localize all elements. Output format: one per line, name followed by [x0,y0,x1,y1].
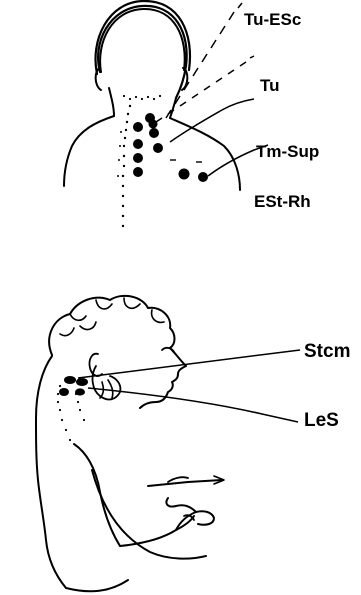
label-est-rh: ESt-Rh [254,192,311,211]
trigger-point [133,122,143,132]
ear [89,354,102,376]
trigger-point [179,169,190,180]
spine-dots [122,105,131,227]
trigger-points-bottom [59,376,88,396]
hand-on-face [93,366,121,399]
trigger-point [133,139,143,149]
label-stcm: Stcm [304,341,350,362]
label-les: LeS [304,410,339,431]
pen-grip [168,477,188,482]
trigger-point [59,388,69,396]
side-view-figure [36,296,224,591]
trigger-point [75,388,85,395]
neck-right [170,98,176,118]
shoulder-marks [170,160,202,162]
head-outline [98,6,187,98]
waist [66,580,128,591]
label-tu-esc: Tu-ESc [244,10,301,29]
trigger-point [133,167,143,177]
leader-stcm [78,350,300,378]
trigger-point [64,376,76,384]
pen [148,480,222,486]
hair-curls [60,298,164,336]
label-tu: Tu [260,76,280,95]
trigger-point [153,143,163,153]
label-tm-sup: Tm-Sup [256,142,319,161]
leader-tm-sup [170,99,254,142]
neck-left [109,88,114,116]
trigger-point [149,128,159,138]
hair-stipple [123,95,161,100]
trigger-point [76,378,88,386]
trigger-point [149,120,158,129]
trigger-points-top [133,113,208,182]
trigger-point [133,153,143,163]
arm-upper [92,470,206,559]
writing-hand [166,498,214,530]
shoulder-left [64,116,114,186]
trigger-point [198,172,208,182]
leader-tu [156,56,254,122]
headphone-band [96,1,190,74]
shoulder-front [74,444,120,546]
